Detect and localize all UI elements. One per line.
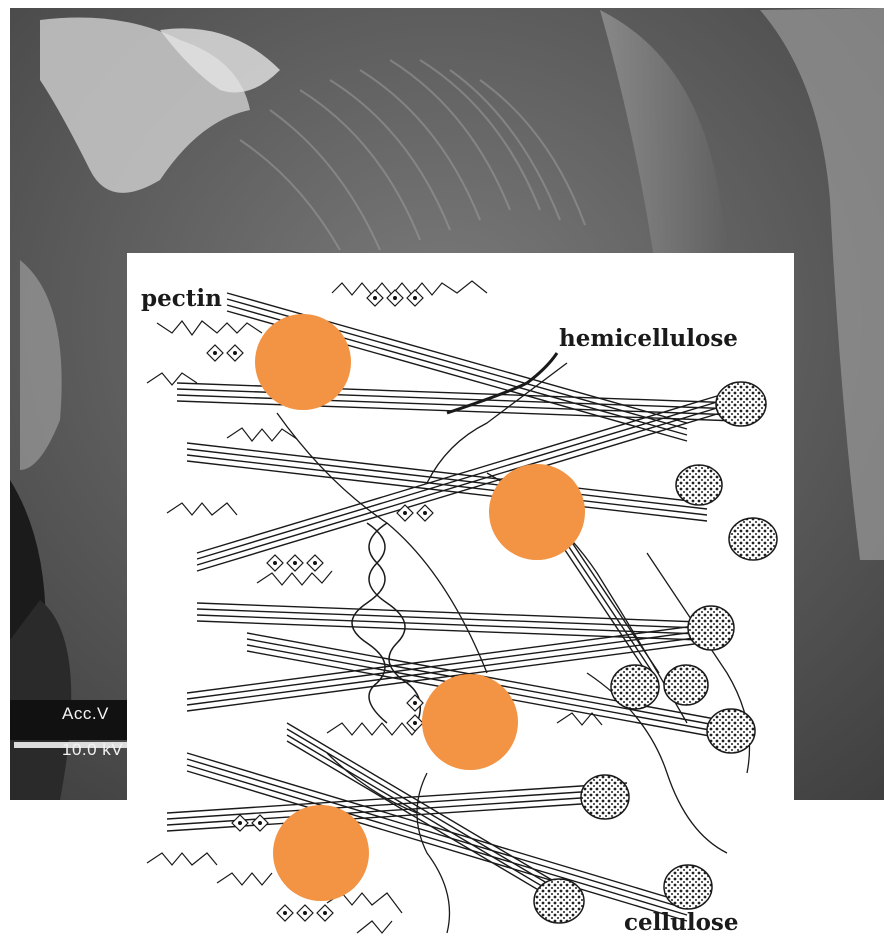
cellulose-bundle-ends	[534, 382, 777, 923]
sem-caption-voltage-label: Acc.V	[62, 704, 109, 724]
highlight-marker	[489, 464, 585, 560]
cellulose-bundle	[197, 393, 727, 571]
cell-wall-diagram-panel: pectin hemicellulose cellulose	[127, 253, 794, 941]
cellulose-bundle	[187, 443, 707, 521]
highlight-marker	[273, 805, 369, 901]
cellulose-bundle	[197, 603, 727, 641]
label-cellulose: cellulose	[624, 909, 739, 936]
highlight-marker	[255, 314, 351, 410]
label-pectin: pectin	[141, 285, 222, 312]
highlight-marker	[422, 674, 518, 770]
cell-wall-diagram	[127, 253, 794, 941]
label-hemicellulose: hemicellulose	[559, 325, 738, 352]
sem-caption-voltage-value: 10.0 kV	[62, 740, 123, 760]
